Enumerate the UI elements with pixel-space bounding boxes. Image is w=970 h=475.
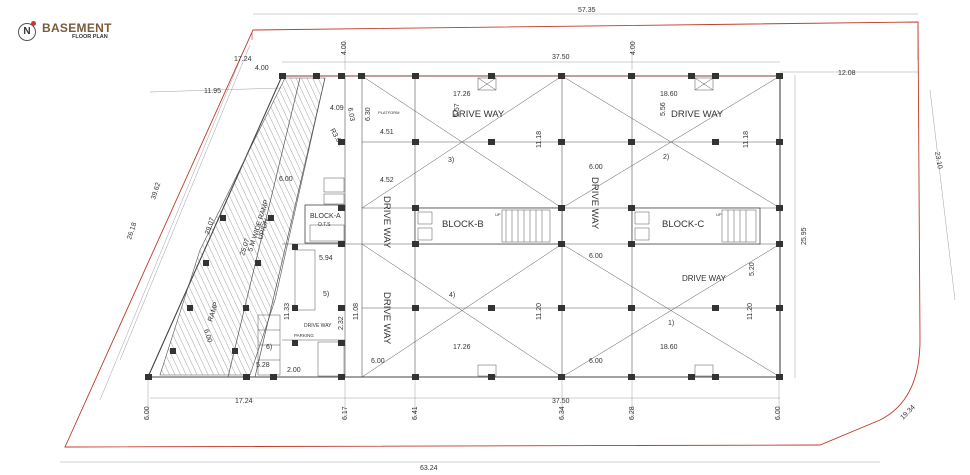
dim-6-00-4: 6.00	[371, 358, 385, 365]
dim-6-00-5: 6.00	[279, 176, 293, 183]
driveway-label-top-b: DRIVE WAY	[452, 109, 505, 120]
dim-6-00-8: 6.00	[775, 406, 782, 420]
dim-25-95: 25.95	[801, 227, 808, 245]
dim-4-52: 4.52	[380, 177, 394, 184]
dim-5-20: 5.20	[749, 262, 756, 276]
stair-up-label-b: UP	[495, 212, 501, 217]
site-inner-boundary	[251, 25, 919, 60]
ramp-hatch	[159, 77, 326, 376]
driveway-diagonals	[361, 75, 781, 378]
dim-2-00: 2.00	[287, 367, 301, 374]
dim-r3-00: R3.00	[328, 128, 343, 148]
zone-5: 5)	[323, 291, 329, 298]
parking-label: PARKING	[294, 333, 314, 338]
dim-6-17: 6.17	[342, 406, 349, 420]
dim-17-24-top: 17.24	[234, 56, 252, 63]
zone-6: 6)	[266, 344, 272, 351]
dim-11-20-c: 11.20	[747, 303, 754, 320]
columns	[145, 73, 783, 380]
dim-18-60-bottom: 18.60	[660, 344, 678, 351]
dim-6-03: 6.03	[346, 107, 355, 122]
plan-subtitle: FLOOR PLAN	[72, 34, 108, 40]
dim-11-08: 11.08	[353, 303, 360, 320]
block-b-label: BLOCK-B	[442, 219, 484, 230]
driveway-label-vert-a: DRIVE WAY	[381, 196, 392, 249]
dim-11-18-b: 11.18	[536, 131, 543, 148]
dim-6-00-2: 6.00	[589, 253, 603, 260]
block-a-label: BLOCK-A	[310, 213, 341, 220]
platform-label: PLATFORM	[378, 110, 399, 115]
dim-63-24: 63.24	[420, 465, 438, 472]
dim-11-18-c: 11.18	[743, 131, 750, 148]
dim-4-51: 4.51	[380, 129, 394, 136]
dim-11-33: 11.33	[284, 303, 291, 320]
north-compass-icon: N	[18, 20, 36, 41]
dim-6-34: 6.34	[559, 406, 566, 420]
dim-4-09: 4.09	[330, 105, 344, 112]
dim-11-95: 11.95	[204, 88, 221, 95]
dim-5-56: 5.56	[660, 102, 667, 116]
ots-label: O.T.S	[318, 222, 331, 228]
dim-57-35: 57.35	[578, 7, 596, 14]
plan-header: N BASEMENT FLOOR PLAN	[18, 20, 112, 41]
dim-4-00-mid: 4.00	[341, 41, 348, 55]
dim-6-00-3: 6.00	[589, 358, 603, 365]
dim-6-30: 6.30	[365, 107, 372, 121]
dim-17-24-bottom: 17.24	[235, 398, 253, 405]
dim-6-00-7: 6.00	[144, 406, 151, 420]
dim-4-00-right: 4.00	[630, 41, 637, 55]
dim-6-00-1: 6.00	[589, 164, 603, 171]
dim-4-00-left: 4.00	[255, 65, 269, 72]
zone-4: 4)	[449, 292, 455, 299]
dim-23-10: 23.10	[933, 151, 943, 170]
dim-19-34: 19.34	[899, 404, 916, 421]
dim-17-26-top: 17.26	[453, 91, 471, 98]
dim-6-41: 6.41	[412, 406, 419, 420]
dim-26-18: 26.18	[126, 222, 138, 241]
dim-37-50-bottom: 37.50	[552, 398, 570, 405]
plan-title: BASEMENT	[42, 21, 112, 35]
block-c-label: BLOCK-C	[662, 219, 704, 230]
driveway-label-top-c: DRIVE WAY	[671, 109, 724, 120]
dim-5-28: 5.28	[256, 362, 270, 369]
driveway-label-small-c: DRIVE WAY	[682, 274, 727, 283]
stair-up-label-c: UP	[716, 212, 722, 217]
dim-18-60-top: 18.60	[660, 91, 678, 98]
block-b-core	[414, 207, 563, 245]
dim-12-08: 12.08	[838, 70, 856, 77]
dim-5-94: 5.94	[319, 255, 333, 262]
dim-6-28: 6.28	[629, 406, 636, 420]
block-c-core	[631, 207, 761, 245]
zone-2: 2)	[663, 154, 669, 161]
dim-39-62: 39.62	[150, 182, 162, 201]
site-boundary	[64, 21, 921, 448]
zone-1: 1)	[668, 320, 674, 327]
block-a-core	[304, 204, 346, 244]
parking-area	[257, 249, 345, 377]
dim-6-00-6: 6.00	[202, 328, 213, 343]
driveway-label-vert-c: DRIVE WAY	[589, 177, 600, 230]
dim-17-26-bottom: 17.26	[453, 344, 471, 351]
driveway-label-vert-b: DRIVE WAY	[381, 292, 392, 345]
dim-2-32: 2.32	[338, 316, 345, 330]
zone-3: 3)	[448, 157, 454, 164]
dim-5-57: 5.57	[454, 103, 461, 117]
driveway-label-small-a: DRIVE WAY	[304, 323, 332, 329]
dimension-lines	[60, 13, 956, 463]
dim-37-50-top: 37.50	[552, 54, 570, 61]
dim-11-20-b: 11.20	[536, 303, 543, 320]
